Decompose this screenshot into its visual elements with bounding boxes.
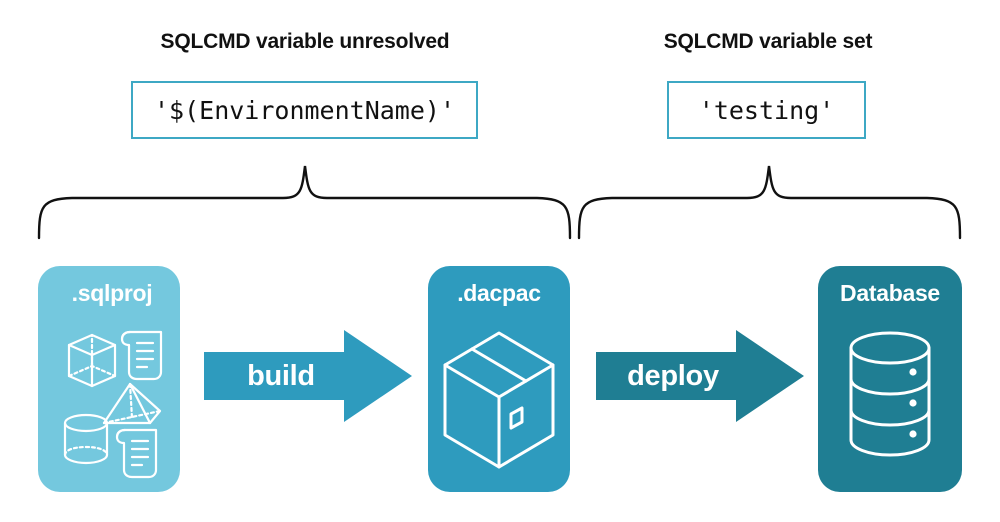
arrow-deploy-label: deploy <box>627 359 719 392</box>
annotation-heading-build: SQLCMD variable unresolved <box>160 30 450 53</box>
arrow-build: build <box>204 330 412 422</box>
stage-sqlproj: .sqlproj <box>38 266 180 492</box>
stage-database-label: Database <box>840 280 940 306</box>
stage-database: Database <box>818 266 962 492</box>
sqlcmd-variable-set-value: 'testing' <box>698 95 835 125</box>
brace-right-icon <box>577 165 962 240</box>
pyramid-icon <box>102 382 162 425</box>
sqlcmd-variable-unresolved-value: '$(EnvironmentName)' <box>153 95 456 125</box>
cube-icon <box>67 333 117 388</box>
stage-dacpac: .dacpac <box>428 266 570 492</box>
brace-left-icon <box>37 165 572 240</box>
stage-sqlproj-artwork <box>38 310 180 492</box>
script-icon <box>120 330 163 381</box>
stage-sqlproj-label: .sqlproj <box>71 280 153 306</box>
sqlcmd-variable-set-value-box: 'testing' <box>667 81 866 139</box>
arrow-build-shape <box>204 330 412 422</box>
script-icon <box>115 428 158 479</box>
annotation-heading-deploy: SQLCMD variable set <box>663 30 873 53</box>
stage-database-artwork <box>818 310 962 492</box>
database-cylinder-icon <box>849 331 931 457</box>
package-box-icon <box>443 331 555 469</box>
stage-dacpac-label: .dacpac <box>457 280 541 306</box>
arrow-deploy: deploy <box>596 330 804 422</box>
cylinder-icon <box>63 413 109 465</box>
sqlcmd-variable-unresolved-value-box: '$(EnvironmentName)' <box>131 81 478 139</box>
stage-dacpac-artwork <box>428 310 570 492</box>
arrow-deploy-shape <box>596 330 804 422</box>
arrow-build-label: build <box>247 359 315 392</box>
